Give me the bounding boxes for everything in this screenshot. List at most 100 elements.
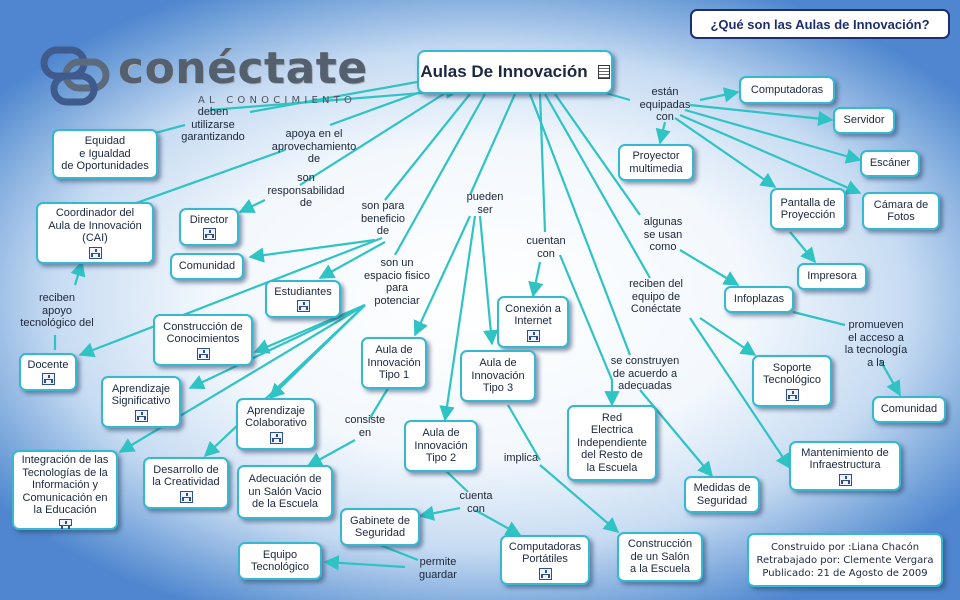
connector (539, 464, 620, 534)
link-implica: implica (503, 452, 539, 464)
link-consiste: consiste en (344, 414, 386, 439)
connector (558, 254, 620, 407)
submap-icon[interactable] (296, 300, 310, 313)
link-responsabilidad: son responsabilidad de (267, 172, 345, 209)
link-cuentan: cuentan con (526, 235, 566, 260)
submap-icon[interactable] (269, 431, 283, 444)
concept-soporte[interactable]: Soporte Tecnológico (752, 355, 832, 407)
submap-icon[interactable] (179, 490, 193, 503)
submap-icon[interactable] (134, 409, 148, 422)
link-equipadas: están equipadas con (639, 86, 691, 123)
connector (384, 93, 471, 201)
concept-equidad[interactable]: Equidad e Igualdad de Oportunidades (52, 129, 158, 179)
concept-mantenimiento[interactable]: Mantenimiento de Infraestructura (789, 441, 901, 491)
concept-servidor[interactable]: Servidor (833, 107, 895, 134)
concept-infoplazas[interactable]: Infoplazas (724, 286, 794, 313)
link-reciben-equipo: reciben del equipo de Conéctate (629, 278, 683, 315)
central-concept[interactable]: Aulas De Innovación (417, 50, 613, 94)
connector (306, 439, 356, 467)
connector (699, 317, 757, 356)
connector (474, 509, 522, 536)
concept-director[interactable]: Director (179, 208, 239, 246)
connector (413, 215, 471, 337)
credits-box: Construido por :Liana Chacón Retrabajado… (747, 533, 943, 587)
concept-aprendizaje-colaborativo[interactable]: Aprendizaje Colaborativo (236, 398, 316, 450)
submap-icon[interactable] (58, 518, 72, 528)
concept-coordinador-cai[interactable]: Coordinador del Aula de Innovación (CAI) (36, 202, 154, 264)
credits-author: Construido por :Liana Chacón (770, 541, 920, 553)
link-reciben-apoyo: reciben apoyo tecnológico del (20, 292, 94, 329)
concept-construccion-conocimientos[interactable]: Construcción de Conocimientos (153, 314, 253, 366)
connector (507, 404, 541, 461)
connector (394, 93, 486, 256)
concept-aula-tipo2[interactable]: Aula de Innovación Tipo 2 (404, 420, 478, 472)
connector (879, 359, 901, 397)
submap-icon[interactable] (538, 567, 552, 580)
submap-icon[interactable] (41, 373, 55, 386)
connector (674, 117, 777, 188)
concept-camara[interactable]: Cámara de Fotos (862, 192, 940, 230)
concept-comunidad-izquierda[interactable]: Comunidad (170, 253, 244, 280)
submap-icon[interactable] (526, 329, 540, 342)
connector (639, 389, 713, 478)
connector (323, 555, 406, 571)
connector (528, 261, 544, 298)
submap-icon[interactable] (196, 347, 210, 360)
submap-icon[interactable] (202, 228, 216, 241)
concept-computadoras-portatiles[interactable]: Computadoras Portátiles (500, 535, 590, 585)
concept-medidas[interactable]: Medidas de Seguridad (684, 476, 760, 513)
logo-tagline: AL CONOCIMIENTO (198, 95, 357, 106)
concept-estudiantes[interactable]: Estudiantes (265, 280, 341, 318)
link-usan: algunas se usan como (643, 216, 683, 253)
connector (684, 108, 862, 164)
conectate-logo: conéctate AL CONOCIMIENTO (40, 40, 367, 112)
concept-conexion-internet[interactable]: Conexión a Internet (497, 296, 569, 348)
link-cuenta: cuenta con (459, 490, 493, 515)
connector (478, 215, 499, 346)
link-deben: deben utilizarse garantizando (181, 106, 245, 143)
connector (689, 317, 791, 470)
concept-gabinete[interactable]: Gabinete de Seguridad (340, 508, 420, 546)
connector (528, 93, 632, 356)
concept-pantalla[interactable]: Pantalla de Proyección (770, 188, 846, 230)
concept-computadoras[interactable]: Computadoras (739, 76, 835, 104)
concept-aprendizaje-significativo[interactable]: Aprendizaje Significativo (101, 376, 181, 428)
submap-icon[interactable] (838, 473, 852, 486)
concept-proyector[interactable]: Proyector multimedia (618, 144, 694, 181)
document-icon[interactable] (597, 65, 610, 79)
concept-red-electrica[interactable]: Red Electrica Independiente del Resto de… (567, 405, 657, 481)
concept-impresora[interactable]: Impresora (797, 263, 867, 290)
link-apoya: apoya en el aprovechamiento de (271, 128, 357, 165)
chain-link-logo-icon (40, 46, 110, 106)
connector (248, 238, 376, 263)
concept-desarrollo-creatividad[interactable]: Desarrollo de la Creatividad (143, 457, 229, 509)
concept-equipo-tecnologico[interactable]: Equipo Tecnológico (238, 542, 322, 580)
concept-comunidad-derecha[interactable]: Comunidad (872, 396, 946, 423)
connector (792, 310, 846, 327)
connector (679, 113, 862, 195)
connector (209, 83, 462, 112)
submap-icon[interactable] (785, 388, 799, 401)
concept-escaner[interactable]: Escáner (860, 150, 920, 177)
connector (468, 93, 517, 196)
link-espacio: son un espacio fisico para potenciar (363, 257, 431, 307)
link-permite: permite guardar (419, 556, 457, 581)
connector (188, 304, 366, 390)
link-pueden: pueden ser (466, 191, 504, 216)
credits-reworked: Retrabajado por: Clemente Vergara (756, 554, 934, 566)
submap-icon[interactable] (88, 246, 102, 259)
concept-integracion-tic[interactable]: Integración de las Tecnologías de la Inf… (12, 450, 118, 530)
connector (379, 543, 419, 562)
connector (369, 384, 391, 419)
concept-construccion-salon[interactable]: Construcción de un Salón a la Escuela (617, 532, 703, 582)
connector (439, 215, 477, 422)
connector (154, 123, 186, 135)
concept-aula-tipo1[interactable]: Aula de Innovación Tipo 1 (361, 337, 427, 389)
link-promueven: promueven el acceso a la tecnología a la (844, 319, 908, 369)
concept-docente[interactable]: Docente (19, 353, 77, 391)
connector (70, 260, 86, 286)
concept-adecuacion[interactable]: Adecuación de un Salón Vacio de la Escue… (237, 465, 333, 519)
concept-aula-tipo3[interactable]: Aula de Innovación Tipo 3 (460, 350, 536, 402)
connector (655, 121, 671, 145)
